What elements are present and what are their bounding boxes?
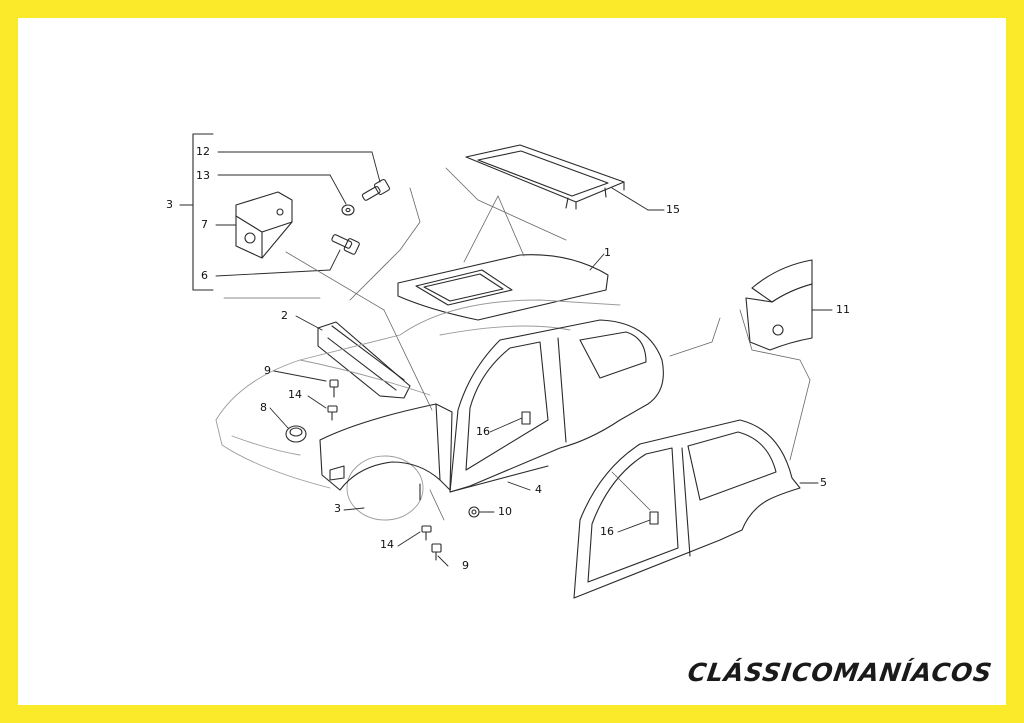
bolt-10-part: [468, 506, 480, 518]
car-outline-ghost: [215, 299, 621, 521]
sunroof-frame-15-part: [465, 144, 625, 210]
bracket-7-part: [235, 191, 293, 259]
roof-panel-1-part: [397, 254, 609, 321]
callout-15: 15: [666, 203, 680, 216]
callout-2: 2: [281, 309, 288, 322]
guide-lines: [223, 167, 811, 521]
clip-14-part: [327, 405, 338, 421]
outer-side-5-part: [573, 419, 801, 599]
callout-10: 10: [498, 505, 512, 518]
callout-8: 8: [260, 401, 267, 414]
bolt-12-part: [361, 178, 391, 201]
callout-3-bottom: 3: [334, 502, 341, 515]
callout-16-top: 16: [476, 425, 490, 438]
leader-lines: [215, 151, 833, 567]
callout-11: 11: [836, 303, 850, 316]
front-fender-3-part: [319, 403, 453, 501]
rear-panel-11-part: [745, 259, 813, 351]
screw-9b-part: [431, 543, 442, 561]
callout-6: 6: [201, 269, 208, 282]
callout-14-top: 14: [288, 388, 302, 401]
callout-9-top: 9: [264, 364, 271, 377]
brand-watermark: CLÁSSICOMANÍACOS: [685, 658, 995, 687]
bump-stop-8-part: [285, 425, 307, 443]
callout-5: 5: [820, 476, 827, 489]
inner-side-4-part: [449, 319, 664, 493]
diagram-sheet: [18, 18, 1006, 705]
callout-14-bottom: 14: [380, 538, 394, 551]
bolt-6-part: [331, 234, 360, 255]
washer-13-part: [341, 204, 355, 216]
callout-1: 1: [604, 246, 611, 259]
callout-9-bottom: 9: [462, 559, 469, 572]
clip-14b-part: [421, 525, 432, 541]
screw-9-part: [329, 379, 339, 398]
callout-3-top: 3: [166, 198, 173, 211]
callout-12: 12: [196, 145, 210, 158]
group-3-bracket: [179, 133, 214, 291]
callout-13: 13: [196, 169, 210, 182]
callout-7: 7: [201, 218, 208, 231]
callout-4: 4: [535, 483, 542, 496]
callout-16-bottom: 16: [600, 525, 614, 538]
